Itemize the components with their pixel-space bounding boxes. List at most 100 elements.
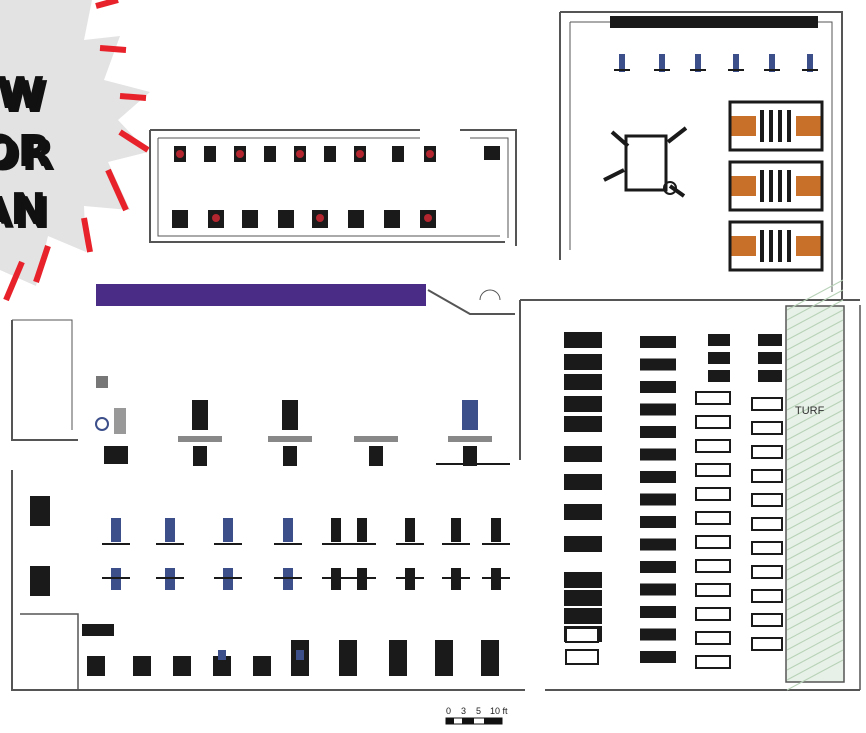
upper-machine-bottom (172, 210, 188, 228)
recumbent-bike (751, 613, 783, 627)
main-bench-back (282, 400, 298, 430)
elliptical (640, 606, 676, 618)
bike (695, 583, 731, 597)
bike (695, 511, 731, 525)
left-machine-row1 (491, 518, 501, 542)
recumbent-bike (751, 589, 783, 603)
recumbent-bike (751, 493, 783, 507)
main-bench-table (268, 436, 312, 442)
turf-hatch-line (786, 479, 844, 511)
left-machines (30, 496, 510, 676)
turf-hatch-line (786, 459, 844, 491)
scale-label-0: 0 (446, 706, 451, 716)
turf-hatch-line (786, 369, 844, 401)
power-rack-post (778, 170, 782, 202)
treadmill-outline (565, 627, 599, 643)
turf-hatch-line (786, 289, 844, 321)
wall-diagonal (427, 289, 515, 315)
recumbent-bike (751, 421, 783, 435)
main-bench-seat (283, 446, 297, 466)
power-racks (728, 100, 824, 272)
burst-line-2-shadow: OR (0, 130, 55, 181)
power-rack-post (760, 170, 764, 202)
turf-hatch-line (786, 399, 844, 431)
left-machine-bottom (87, 656, 105, 676)
elliptical (640, 583, 676, 596)
main-bench-seat (369, 446, 383, 466)
treadmill (564, 590, 602, 606)
burst-line-2: OR (0, 126, 51, 177)
upper-machine-top (392, 146, 404, 162)
left-machine-bottom (253, 656, 271, 676)
upper-machine-bottom (348, 210, 364, 228)
treadmill (564, 536, 602, 552)
turf-hatch-line (786, 499, 844, 531)
turf-hatch-line (786, 349, 844, 381)
power-rack-post (787, 230, 791, 262)
left-machine-row1 (331, 518, 341, 542)
bike (695, 655, 731, 669)
burst-line-3-shadow: AN (0, 188, 51, 239)
power-rack-post (787, 110, 791, 142)
turf-hatch-line (786, 309, 844, 341)
turf-hatch-line (786, 589, 844, 621)
turf-hatch-line (786, 329, 844, 361)
turf-hatch-line (786, 359, 844, 391)
main-bench-seat (193, 446, 207, 466)
recumbent-bike (751, 637, 783, 651)
door-arc (479, 289, 501, 301)
left-machine-bottom (481, 640, 499, 676)
upper-machine-accent (356, 150, 364, 158)
recumbent-bike (751, 397, 783, 411)
power-rack-platform-left (730, 176, 756, 196)
wall-left-room (11, 320, 78, 441)
bench-top (659, 54, 665, 72)
turf-hatch-line (786, 539, 844, 571)
elliptical (640, 516, 676, 528)
power-rack-post (778, 110, 782, 142)
walls (11, 11, 861, 691)
bike (695, 415, 731, 429)
bike (695, 607, 731, 621)
left-machine-bottom (389, 640, 407, 676)
turf-hatch-line (786, 659, 844, 691)
treadmill (564, 474, 602, 490)
burst-shape (0, 0, 150, 286)
elliptical (640, 448, 676, 461)
bench-row-top (614, 54, 818, 72)
stepper (708, 334, 730, 346)
cable-station (603, 126, 688, 198)
turf-hatch-line (786, 559, 844, 591)
upper-machine-top (264, 146, 276, 162)
turf-hatch-line (786, 279, 844, 311)
elliptical (640, 426, 676, 438)
turf-hatch-line (786, 319, 844, 351)
recumbent-bike (751, 517, 783, 531)
elliptical (640, 538, 676, 551)
left-machine-row1 (165, 518, 175, 542)
treadmill (564, 396, 602, 412)
turf-hatch-line (786, 409, 844, 441)
dumbbell-rack (610, 16, 818, 28)
recumbent-bike (751, 445, 783, 459)
stepper (708, 370, 730, 382)
upper-machine-bottom (278, 210, 294, 228)
office-sink (95, 417, 109, 431)
rower (758, 334, 782, 346)
turf-hatch-line (786, 379, 844, 411)
recumbent-bike (751, 469, 783, 483)
upper-room-cabinet (484, 146, 500, 160)
upper-machine-bottom-accent (424, 214, 432, 222)
elliptical (640, 561, 676, 573)
turf-hatch-line (786, 509, 844, 541)
left-machine-row1 (451, 518, 461, 542)
main-bench-seat (463, 446, 477, 466)
left-machine-row1 (223, 518, 233, 542)
turf-hatch-line (786, 599, 844, 631)
power-rack-post (769, 110, 773, 142)
left-wall-machine (30, 496, 50, 526)
elliptical (640, 403, 676, 416)
elliptical (640, 651, 676, 663)
left-wall-machine (30, 566, 50, 596)
purple-bench-bar (96, 284, 426, 306)
